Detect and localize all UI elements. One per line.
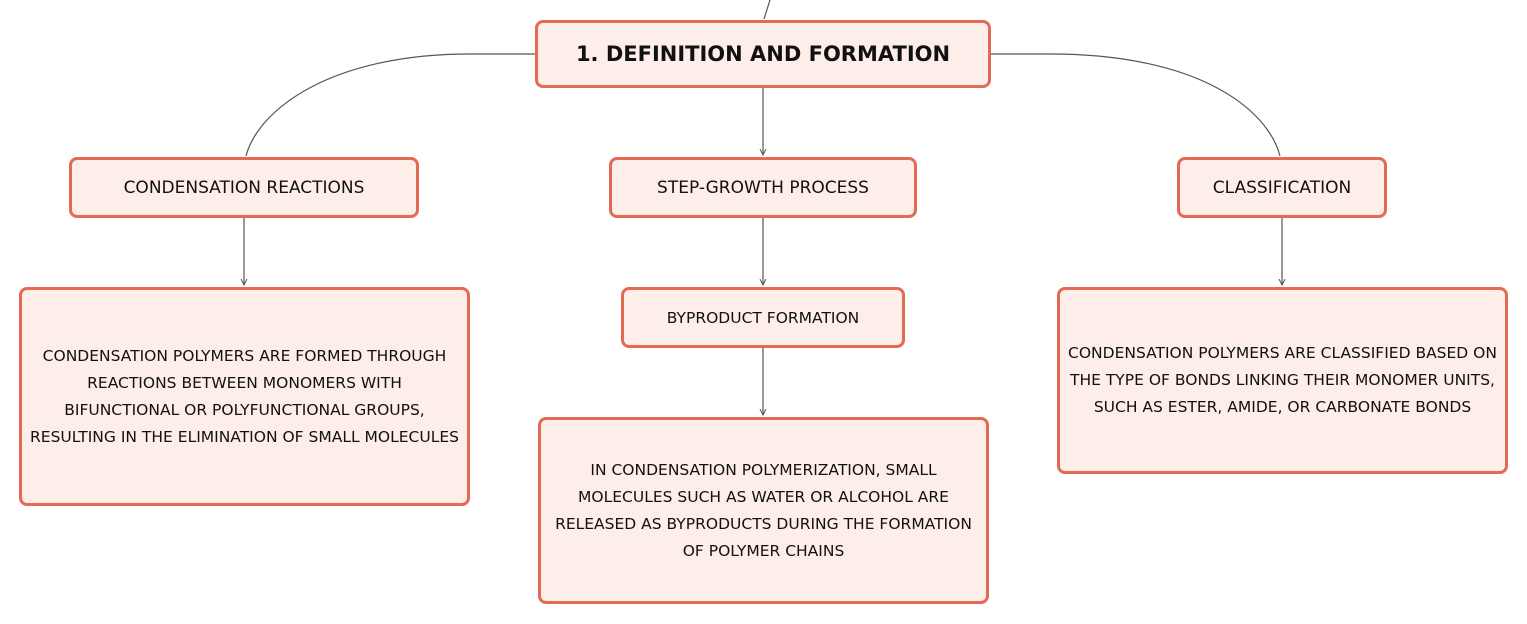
topic-label: STEP-GROWTH PROCESS	[657, 177, 869, 198]
topic-condensation-reactions[interactable]: CONDENSATION REACTIONS	[69, 157, 419, 218]
topic-classification[interactable]: CLASSIFICATION	[1177, 157, 1387, 218]
detail-condensation-reactions[interactable]: CONDENSATION POLYMERS ARE FORMED THROUGH…	[19, 287, 470, 506]
connector-root-to-condensation	[245, 53, 535, 157]
detail-byproduct-formation[interactable]: IN CONDENSATION POLYMERIZATION, SMALL MO…	[538, 417, 989, 604]
root-label: 1. DEFINITION AND FORMATION	[575, 42, 951, 66]
detail-text: CONDENSATION POLYMERS ARE FORMED THROUGH…	[30, 346, 459, 446]
topic-label: CLASSIFICATION	[1212, 177, 1352, 198]
detail-classification[interactable]: CONDENSATION POLYMERS ARE CLASSIFIED BAS…	[1057, 287, 1508, 474]
topic-label: CONDENSATION REACTIONS	[123, 177, 365, 198]
incoming-connector	[763, 0, 771, 20]
subtopic-label: BYPRODUCT FORMATION	[666, 308, 860, 327]
detail-text: IN CONDENSATION POLYMERIZATION, SMALL MO…	[555, 460, 972, 560]
subtopic-byproduct-formation[interactable]: BYPRODUCT FORMATION	[621, 287, 905, 348]
topic-step-growth-process[interactable]: STEP-GROWTH PROCESS	[609, 157, 917, 218]
connector-root-to-classification	[991, 53, 1281, 157]
detail-text: CONDENSATION POLYMERS ARE CLASSIFIED BAS…	[1068, 344, 1497, 416]
root-node[interactable]: 1. DEFINITION AND FORMATION	[535, 20, 991, 88]
